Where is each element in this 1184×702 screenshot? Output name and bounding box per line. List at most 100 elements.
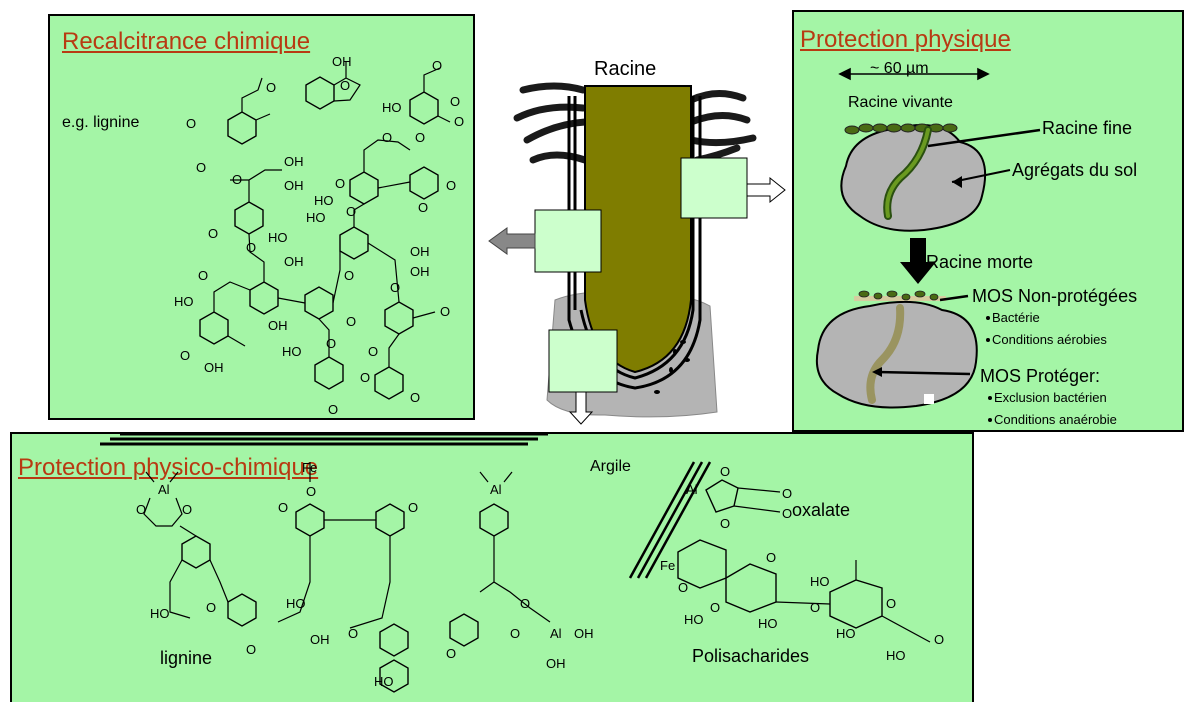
root-diagram — [488, 82, 786, 425]
svg-text:HO: HO — [314, 193, 334, 208]
lignin-atom-labels: O O OH O O O HO O O O O O OH OH O O O HO… — [174, 54, 464, 417]
physicochemical-drawing: Al O O O O Fe O HO O HO O O HO O HO HO O… — [136, 460, 944, 693]
box-left — [534, 209, 602, 273]
dead-root-label: Racine morte — [926, 252, 1034, 272]
svg-text:O: O — [206, 600, 216, 615]
lignin-example-label: e.g. lignine — [62, 114, 140, 131]
living-root-label: Racine vivante — [848, 94, 953, 111]
svg-text:OH: OH — [410, 264, 430, 279]
svg-text:Al: Al — [158, 482, 170, 497]
oxalate-label: oxalate — [792, 500, 851, 520]
unprotected-mos-particles — [858, 290, 939, 301]
physicochemical-protection-panel — [10, 432, 974, 702]
svg-text:O: O — [180, 348, 190, 363]
svg-text:O: O — [886, 596, 896, 611]
svg-text:O: O — [446, 646, 456, 661]
lignin-structure-drawing: O O OH O O O HO O O O O O OH OH O O O HO… — [174, 54, 464, 417]
svg-text:O: O — [934, 632, 944, 647]
svg-text:O: O — [782, 506, 792, 521]
aggregates-label: Agrégats du sol — [1012, 160, 1138, 180]
svg-text:O: O — [418, 200, 428, 215]
svg-text:O: O — [346, 314, 356, 329]
arrow-left — [488, 227, 536, 255]
svg-text:O: O — [266, 80, 276, 95]
lower-soil-aggregate — [816, 300, 978, 409]
svg-text:O: O — [208, 226, 218, 241]
svg-text:O: O — [520, 596, 530, 611]
svg-text:O: O — [326, 336, 336, 351]
svg-text:HO: HO — [174, 294, 194, 309]
root-body — [584, 85, 692, 374]
clay-label: Argile — [590, 458, 631, 475]
lignin-label: lignine — [160, 648, 213, 668]
dead-root-arrow — [900, 238, 936, 284]
chemical-recalcitrance-panel — [48, 14, 475, 420]
svg-text:HO: HO — [684, 612, 704, 627]
svg-text:O: O — [510, 626, 520, 641]
svg-text:OH: OH — [546, 656, 566, 671]
svg-text:O: O — [720, 516, 730, 531]
svg-text:O: O — [766, 550, 776, 565]
unprotected-item-1: Conditions aérobies — [992, 332, 1107, 347]
svg-text:Al: Al — [490, 482, 502, 497]
svg-text:O: O — [810, 600, 820, 615]
svg-text:OH: OH — [204, 360, 224, 375]
svg-text:O: O — [346, 204, 356, 219]
arrow-down — [568, 391, 594, 425]
svg-text:OH: OH — [332, 54, 352, 69]
svg-text:O: O — [278, 500, 288, 515]
svg-text:HO: HO — [886, 648, 906, 663]
lignin-bonds — [213, 62, 451, 367]
unprotected-item-0: Bactérie — [992, 310, 1040, 325]
svg-text:Fe: Fe — [660, 558, 675, 573]
svg-text:O: O — [410, 390, 420, 405]
svg-text:HO: HO — [286, 596, 306, 611]
svg-text:O: O — [344, 268, 354, 283]
protected-mos-label: MOS Protéger: — [980, 366, 1101, 386]
svg-text:OH: OH — [574, 626, 594, 641]
svg-text:O: O — [446, 178, 456, 193]
bullet-1 — [986, 338, 990, 342]
svg-text:OH: OH — [284, 154, 304, 169]
physical-protection-drawing — [816, 67, 1041, 409]
svg-text:O: O — [182, 502, 192, 517]
svg-text:HO: HO — [758, 616, 778, 631]
svg-text:OH: OH — [284, 178, 304, 193]
svg-text:HO: HO — [282, 344, 302, 359]
protected-item-0: Exclusion bactérien — [994, 390, 1107, 405]
fine-root-label: Racine fine — [1042, 118, 1133, 138]
svg-text:O: O — [328, 402, 338, 417]
lignin-rings — [199, 76, 439, 400]
svg-text:O: O — [710, 600, 720, 615]
chemical-recalcitrance-title: Recalcitrance chimique — [62, 28, 311, 55]
svg-text:O: O — [186, 116, 196, 131]
svg-text:O: O — [408, 500, 418, 515]
svg-text:O: O — [382, 130, 392, 145]
svg-text:O: O — [368, 344, 378, 359]
svg-text:Al: Al — [686, 482, 698, 497]
svg-text:O: O — [306, 484, 316, 499]
svg-text:O: O — [440, 304, 450, 319]
protected-item-1: Conditions anaérobie — [994, 412, 1117, 427]
svg-text:O: O — [340, 78, 350, 93]
svg-text:O: O — [415, 130, 425, 145]
svg-text:O: O — [678, 580, 688, 595]
svg-text:O: O — [198, 268, 208, 283]
svg-text:HO: HO — [374, 674, 394, 689]
scale-label: ~ 60 µm — [870, 60, 929, 77]
polysaccharides-label: Polisacharides — [692, 646, 810, 666]
svg-text:O: O — [232, 172, 242, 187]
physical-protection-title: Protection physique — [800, 26, 1011, 53]
svg-text:O: O — [136, 502, 146, 517]
svg-text:O: O — [450, 94, 460, 109]
svg-text:O: O — [246, 642, 256, 657]
svg-text:O: O — [390, 280, 400, 295]
svg-text:O: O — [432, 58, 442, 73]
svg-text:Al: Al — [550, 626, 562, 641]
svg-text:HO: HO — [810, 574, 830, 589]
svg-text:O: O — [454, 114, 464, 129]
physicochemical-protection-title: Protection physico-chimique — [18, 454, 319, 481]
svg-text:O: O — [348, 626, 358, 641]
svg-text:OH: OH — [268, 318, 288, 333]
dead-root — [866, 304, 905, 404]
